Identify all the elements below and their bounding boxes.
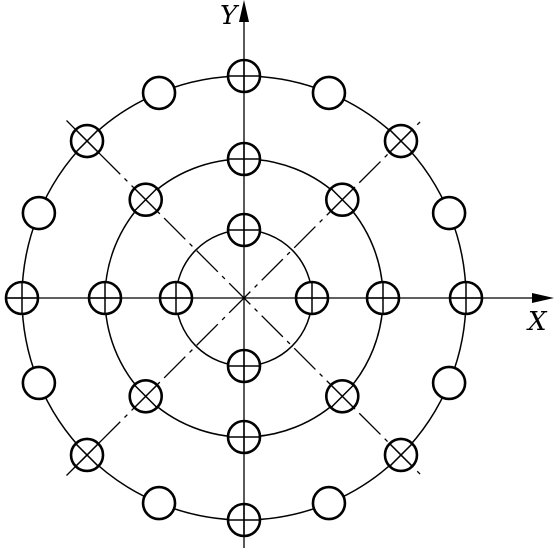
hole <box>128 378 164 414</box>
hole-centerline <box>389 129 413 153</box>
hole-circle <box>141 75 177 111</box>
hole-circle <box>431 195 467 231</box>
hole-circle <box>21 365 57 401</box>
hole <box>141 75 177 111</box>
hole <box>128 182 164 218</box>
hole <box>69 123 105 159</box>
hole <box>69 437 105 473</box>
x-axis-label: X <box>526 307 548 337</box>
hole <box>383 123 419 159</box>
hole <box>383 437 419 473</box>
x-axis-arrow <box>532 293 554 303</box>
hole-centerline <box>389 443 413 467</box>
hole-circle <box>141 485 177 521</box>
hole <box>311 75 347 111</box>
hole <box>311 485 347 521</box>
hole <box>431 195 467 231</box>
hole-centerline <box>330 187 355 212</box>
hole <box>141 485 177 521</box>
hole <box>431 365 467 401</box>
hole-circle <box>311 75 347 111</box>
hole-centerline <box>75 129 99 153</box>
hole <box>324 182 360 218</box>
hole-circle <box>21 195 57 231</box>
hole-centerline <box>75 443 99 467</box>
axes: X Y <box>8 0 554 548</box>
hole-centerline <box>133 187 158 212</box>
y-axis-arrow <box>239 0 249 22</box>
hole-centerline <box>133 384 158 409</box>
hole <box>21 365 57 401</box>
hole-centerline <box>330 384 355 409</box>
hole <box>21 195 57 231</box>
hole-circle <box>311 485 347 521</box>
hole-circle <box>431 365 467 401</box>
hole <box>324 378 360 414</box>
y-axis-label: Y <box>220 1 240 31</box>
